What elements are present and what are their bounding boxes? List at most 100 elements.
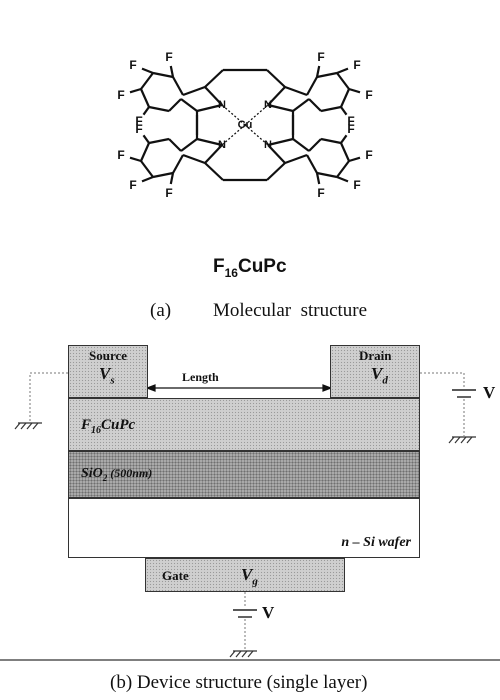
c-f-bond: [129, 87, 142, 94]
ring-bond: [204, 86, 223, 106]
ring-bond: [172, 76, 184, 96]
cu-n-coordination-bond: [221, 104, 246, 126]
fluorine-atom-label: F: [117, 88, 124, 102]
ring-bond: [320, 137, 342, 145]
length-arrow: [145, 384, 333, 392]
c-f-bond: [315, 172, 321, 185]
drain-ground-symbol: [448, 436, 476, 444]
gate-title: Gate: [162, 568, 189, 583]
ring-bond: [336, 72, 350, 90]
oxide-rest: (500nm): [107, 466, 153, 480]
ring-bond: [339, 88, 351, 108]
oxide-layer: SiO2 (500nm): [68, 451, 420, 498]
drain-lead-wire: [420, 372, 465, 388]
substrate-label: n – Si wafer: [341, 535, 411, 550]
nitrogen-atom-label: N: [218, 139, 226, 151]
cu-n-coordination-bond: [244, 124, 269, 146]
c-f-bond: [142, 134, 150, 144]
c-f-bond: [141, 175, 154, 183]
gate-voltage-label: Vg: [241, 565, 258, 587]
c-f-bond: [340, 134, 348, 144]
ring-bond: [308, 98, 322, 112]
ring-bond: [180, 98, 198, 112]
c-f-bond: [169, 65, 175, 78]
c-f-bond: [348, 87, 361, 94]
gate-bias-voltage-label: V: [262, 603, 275, 622]
c-f-bond: [340, 106, 348, 116]
fluorine-atom-label: F: [165, 186, 172, 200]
ring-bond: [180, 138, 198, 152]
nitrogen-atom-label: N: [218, 99, 226, 111]
ring-bond: [139, 142, 151, 162]
fluorine-atom-label: F: [347, 122, 354, 136]
ring-bond: [204, 162, 224, 181]
c-f-bond: [169, 172, 175, 185]
oxide-sub: 2: [102, 472, 108, 483]
c-f-bond: [315, 65, 321, 78]
ring-bond: [336, 160, 350, 178]
ring-bond: [267, 86, 286, 106]
fluorine-atom-label: F: [117, 148, 124, 162]
cu-n-coordination-bond: [244, 104, 269, 126]
semiconductor-main: F: [81, 417, 92, 433]
nitrogen-atom-label: N: [264, 99, 272, 111]
source-voltage-sub: s: [110, 374, 115, 387]
caption-a-text: Molecular structure: [213, 300, 368, 321]
ring-bond: [292, 98, 310, 112]
gate-ground-symbol: [229, 650, 257, 658]
ring-bond: [182, 85, 206, 97]
source-voltage-symbol: V: [99, 364, 111, 383]
source-electrode: Source Vs: [68, 345, 148, 398]
semiconductor-layer: F16CuPc: [68, 398, 420, 451]
oxide-main: SiO: [81, 466, 103, 481]
ring-bond: [266, 162, 286, 181]
c-f-bond: [336, 175, 349, 183]
fluorine-atom-label: F: [365, 88, 372, 102]
ring-bond: [148, 137, 170, 145]
c-f-bond: [348, 156, 361, 163]
molecule-name-rest: CuPc: [237, 256, 287, 277]
cu-n-coordination-bond: [221, 124, 246, 146]
molecule-name-main: F: [213, 256, 225, 277]
drain-electrode: Drain Vd: [330, 345, 420, 398]
drain-voltage-sub: d: [382, 374, 388, 387]
ring-bond: [306, 154, 318, 174]
c-f-bond: [142, 106, 150, 116]
source-lead-wire: [29, 372, 68, 422]
gate-voltage-symbol: V: [241, 565, 253, 584]
ring-bond: [316, 71, 338, 79]
ring-bond: [172, 154, 184, 174]
gate-voltage-sub: g: [252, 575, 258, 588]
drain-title: Drain: [359, 348, 392, 363]
fluorine-atom-label: F: [347, 114, 354, 128]
copper-atom-label: Cu: [238, 119, 253, 131]
fluorine-atom-label: F: [365, 148, 372, 162]
ring-bond: [168, 98, 182, 112]
fluorine-atom-label: F: [129, 178, 136, 192]
source-ground-symbol: [14, 422, 42, 430]
fluorine-atom-label: F: [129, 58, 136, 72]
fluorine-atom-label: F: [165, 50, 172, 64]
ring-bond: [267, 144, 286, 164]
gate-electrode: Gate Vg: [145, 558, 345, 592]
ring-bond: [292, 138, 310, 152]
ring-bond: [196, 137, 223, 147]
c-f-bond: [141, 67, 154, 75]
c-f-bond: [336, 67, 349, 75]
oxide-layer-label: SiO2 (500nm): [81, 466, 152, 483]
ring-bond: [204, 69, 224, 88]
ring-bond: [284, 153, 308, 165]
c-f-bond: [129, 156, 142, 163]
nitrogen-atom-label: N: [264, 139, 272, 151]
substrate-layer: n – Si wafer: [68, 498, 420, 558]
source-title: Source: [89, 348, 128, 363]
ring-bond: [152, 171, 174, 179]
ring-bond: [139, 88, 151, 108]
ring-bond: [316, 171, 338, 179]
ring-bond: [320, 105, 342, 113]
semiconductor-rest: CuPc: [101, 417, 136, 433]
caption-a-letter: (a): [150, 300, 172, 321]
molecule-name-sub: 16: [224, 265, 238, 280]
caption-b: (b) Device structure (single layer): [110, 672, 368, 693]
ring-bond: [168, 138, 182, 152]
